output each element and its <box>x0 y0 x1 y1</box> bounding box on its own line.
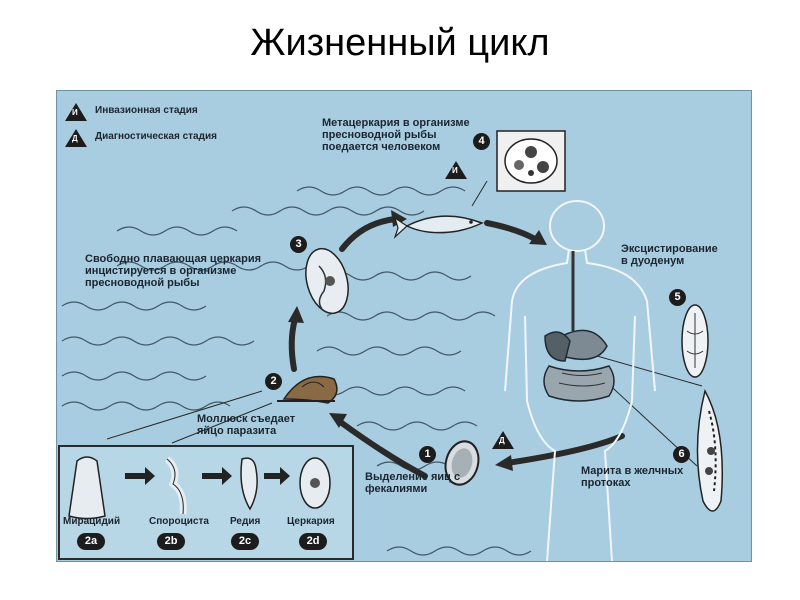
substage-2a-number: 2a <box>77 533 105 550</box>
step-6-number: 6 <box>673 446 690 463</box>
diagnostic-stage-icon: Д <box>65 129 87 147</box>
excystation-illustration <box>682 305 708 377</box>
substage-2a-label: Мирацидий <box>63 516 120 527</box>
step-4-number: 4 <box>473 133 490 150</box>
cercaria-illustration <box>299 244 355 318</box>
step-1-label: Выделение яиц с фекалиями <box>365 471 460 495</box>
legend-infective-label: Инвазионная стадия <box>95 105 198 116</box>
infective-stage-marker-icon: И <box>445 161 467 179</box>
step-1-number: 1 <box>419 446 436 463</box>
step-2-number: 2 <box>265 373 282 390</box>
step-5-label: Эксцистирование в дуоденум <box>621 243 718 267</box>
substage-2d-number: 2d <box>299 533 327 550</box>
legend-diagnostic-label: Диагностическая стадия <box>95 131 217 142</box>
metacercaria-box <box>497 131 565 191</box>
diagnostic-stage-marker-icon: Д <box>492 431 514 449</box>
step-5-number: 5 <box>669 289 686 306</box>
infective-stage-icon: И <box>65 103 87 121</box>
snail-illustration <box>277 377 337 404</box>
step-6-label: Марита в желчных протоках <box>581 465 683 489</box>
step-2-label: Моллюск съедает яйцо паразита <box>197 413 295 437</box>
substage-2c-number: 2c <box>231 533 259 550</box>
slide-title: Жизненный цикл <box>0 22 800 65</box>
step-3-number: 3 <box>290 236 307 253</box>
digestive-organs <box>544 251 614 401</box>
substage-2b-number: 2b <box>157 533 185 550</box>
step-4-label: Метацеркария в организме пресноводной ры… <box>322 117 470 153</box>
substage-2d-label: Церкария <box>287 516 335 527</box>
fish-illustration <box>395 216 482 237</box>
life-cycle-diagram: И Инвазионная стадия Д Диагностическая с… <box>56 90 752 562</box>
step-3-label: Свободно плавающая церкария инцистируетс… <box>85 253 261 289</box>
substage-2c-label: Редия <box>230 516 260 527</box>
marita-illustration <box>697 391 722 511</box>
substage-2b-label: Спороциста <box>149 516 209 527</box>
